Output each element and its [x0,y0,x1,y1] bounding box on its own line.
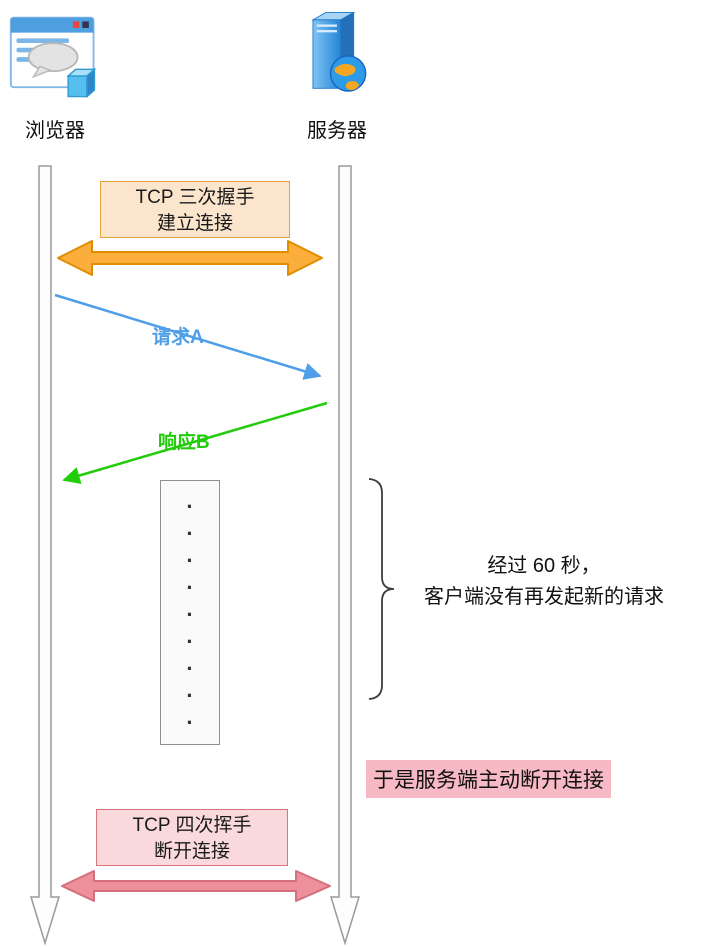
idle-dots-box: · · · · · · · · · [160,480,220,745]
handshake-box: TCP 三次握手 建立连接 [100,181,290,238]
timeout-note: 经过 60 秒， 客户端没有再发起新的请求 [398,551,690,613]
handshake-double-arrow [57,240,323,276]
idle-dots: · · · · · · · · · [186,494,194,735]
server-icon [311,11,367,92]
idle-brace [368,478,395,700]
server-label: 服务器 [307,120,367,142]
teardown-double-arrow [61,870,331,902]
timeout-note-line2: 客户端没有再发起新的请求 [424,586,664,608]
request-label: 请求A [152,327,204,348]
browser-icon [9,16,97,99]
response-label: 响应B [158,432,210,453]
teardown-box: TCP 四次挥手 断开连接 [96,809,288,866]
disconnect-note: 于是服务端主动断开连接 [366,760,611,798]
teardown-box-line2: 断开连接 [153,841,230,862]
browser-label: 浏览器 [25,120,85,142]
timeout-note-line1: 经过 60 秒， [487,555,601,577]
browser-lifeline [29,165,61,946]
response-arrow [62,401,328,484]
request-arrow [54,293,322,380]
handshake-box-line1: TCP 三次握手 [135,187,255,208]
server-lifeline [329,165,361,946]
teardown-box-line1: TCP 四次挥手 [132,815,252,836]
handshake-box-line2: 建立连接 [156,213,233,234]
